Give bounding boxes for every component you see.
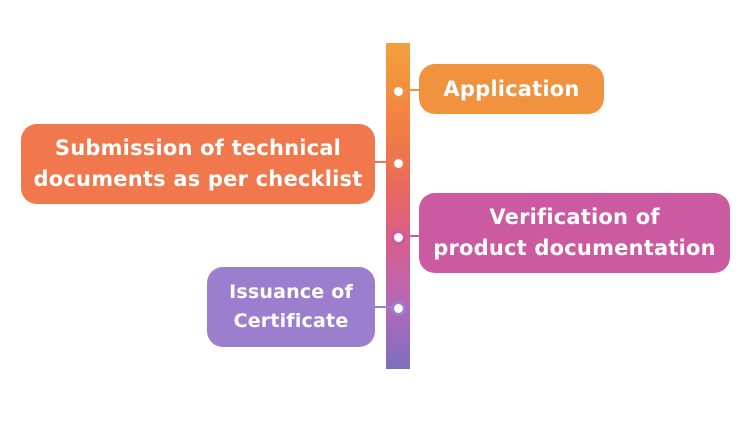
connector-submission [372, 161, 392, 163]
step-label-application-line-1: Application [443, 77, 580, 101]
step-label-verification-line-1: Verification of [489, 205, 660, 229]
node-dot-issuance [391, 301, 406, 316]
node-dot-verification [391, 230, 406, 245]
connector-verification [404, 235, 424, 237]
step-label-submission-line-2: documents as per checklist [33, 167, 363, 191]
connector-application [404, 89, 424, 91]
connector-issuance [372, 306, 392, 308]
step-box-application: Application [419, 64, 604, 114]
step-box-submission: Submission of technical documents as per… [21, 124, 375, 204]
step-label-issuance-line-1: Issuance of [229, 281, 353, 303]
node-dot-submission [391, 156, 406, 171]
step-label-submission-line-1: Submission of technical [54, 136, 342, 160]
step-label-issuance-line-2: Certificate [233, 310, 349, 332]
step-box-issuance: Issuance of Certificate [207, 267, 375, 347]
step-label-verification-line-2: product documentation [433, 236, 716, 260]
node-dot-application [391, 84, 406, 99]
step-box-verification: Verification of product documentation [419, 193, 730, 273]
